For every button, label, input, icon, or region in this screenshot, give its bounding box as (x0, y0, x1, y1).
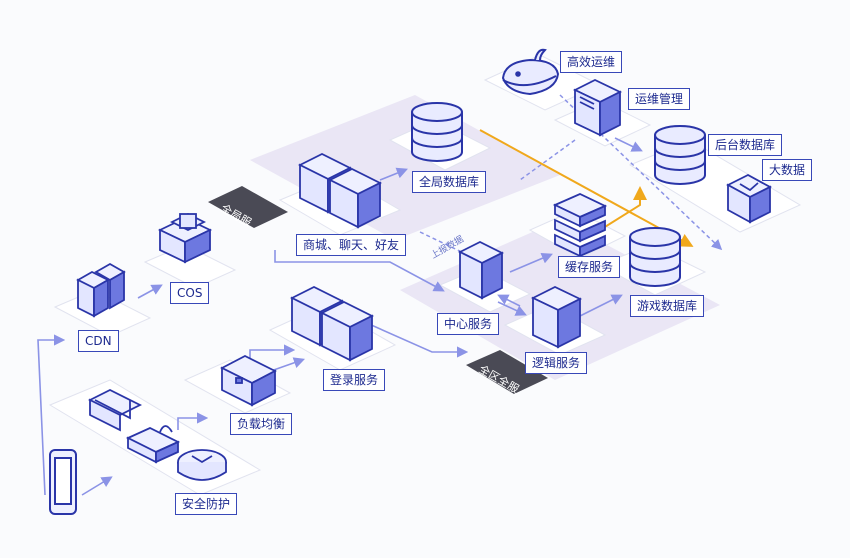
phone-to-cdn-line (37, 334, 66, 496)
orange-cache-flow (599, 186, 647, 231)
global-zone-band (250, 95, 560, 240)
label-security: 安全防护 (175, 493, 238, 515)
loadbalancer-icon (220, 354, 277, 407)
label-ops: 高效运维 (560, 51, 623, 73)
label-center: 中心服务 (437, 313, 500, 335)
security-to-lb-line (177, 412, 209, 430)
cdn-icon (76, 262, 126, 318)
center-to-cache-line (509, 252, 553, 273)
cdn-cos-line (137, 284, 163, 299)
label-backend-db: 后台数据库 (708, 134, 783, 156)
bigdata-icon (726, 173, 772, 224)
orange-data-flow (479, 129, 694, 247)
label-mall: 商城、聊天、好友 (296, 234, 407, 256)
login-to-center-line (359, 319, 469, 358)
cos-icon (157, 212, 213, 264)
router-stack-icon (552, 193, 608, 258)
game-database-icon (629, 227, 681, 287)
mgmt-to-backend-line (614, 137, 643, 152)
label-cdn: CDN (78, 330, 119, 352)
login-server-icon (289, 285, 375, 362)
logic-to-center-line (497, 294, 521, 307)
global-database-icon (411, 102, 463, 162)
logic-server-icon (530, 285, 583, 349)
label-lb: 负载均衡 (230, 413, 293, 435)
label-bigdata: 大数据 (762, 159, 813, 181)
center-server-icon (457, 240, 505, 300)
label-global-db: 全局数据库 (412, 171, 487, 193)
report-data-dashed (419, 231, 471, 257)
global-zone-tag (208, 186, 288, 228)
mall-to-globaldb-line (379, 167, 408, 181)
label-ops-mgmt: 运维管理 (628, 88, 691, 110)
firewall-icon (87, 388, 143, 432)
backend-database-icon (654, 125, 706, 185)
allzone-tag (466, 350, 548, 394)
label-cos: COS (170, 282, 210, 304)
mgmt-to-zone-dashed (519, 139, 576, 181)
label-logic: 逻辑服务 (525, 352, 588, 374)
logic-to-gamedb-line (579, 294, 623, 317)
label-login: 登录服务 (323, 369, 386, 391)
ops-mgmt-server-icon (572, 78, 623, 137)
lock-icon (125, 425, 181, 464)
label-cache: 缓存服务 (558, 256, 621, 278)
phone-icon (49, 449, 77, 515)
shield-icon (177, 449, 227, 481)
label-game-db: 游戏数据库 (630, 295, 705, 317)
mall-to-center-line (274, 250, 445, 292)
whale-icon (501, 48, 560, 96)
mall-server-icon (297, 152, 383, 229)
phone-to-security-line (81, 476, 113, 496)
